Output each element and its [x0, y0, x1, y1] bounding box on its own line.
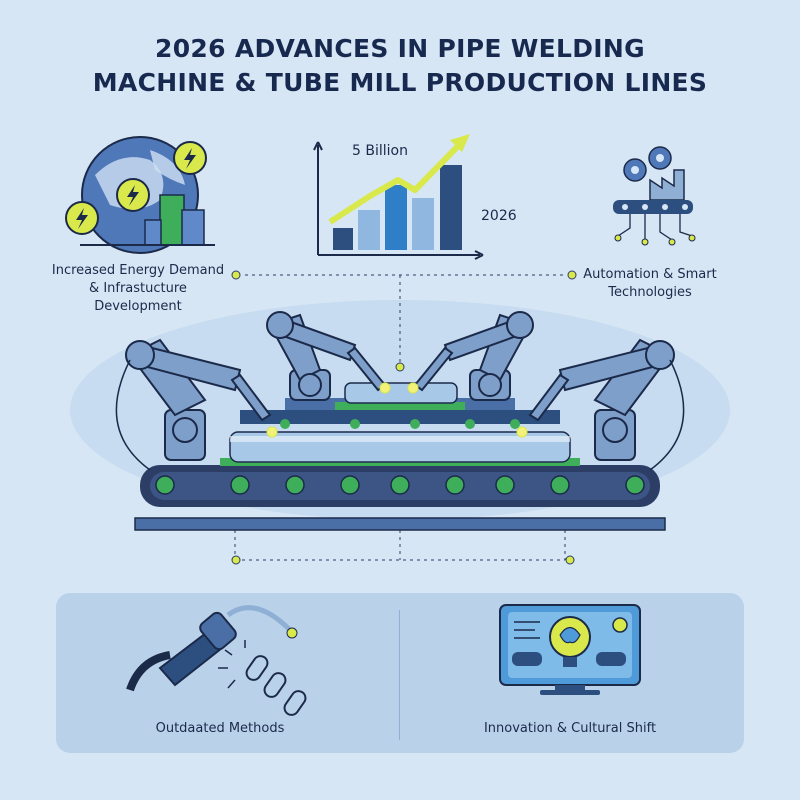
page-title-line1: 2026 ADVANCES IN PIPE WELDING [155, 34, 645, 63]
gears-factory-network-icon [613, 146, 696, 246]
panel-divider [399, 610, 400, 740]
chart-value-label: 5 Billion [352, 143, 408, 159]
production-line [115, 311, 685, 531]
bottom-left-label: Outdaated Methods [155, 721, 285, 736]
growth-chart-icon [313, 134, 484, 260]
right-feature-label-line1: Automation & Smart [583, 267, 717, 282]
machine-base [134, 517, 666, 531]
conveyor-rollers [155, 475, 645, 495]
left-feature-label-line1: Increased Energy Demand [51, 263, 225, 278]
connector-dots [231, 270, 577, 565]
page-title-line2: MACHINE & TUBE MILL PRODUCTION LINES [92, 68, 708, 97]
chart-year-label: 2026 [481, 208, 517, 224]
weld-sparks [266, 382, 528, 438]
left-feature-label-line3: Development [94, 299, 182, 314]
left-feature-label: Increased Energy Demand & Infrastucture … [38, 262, 238, 316]
bottom-right-label: Innovation & Cultural Shift [483, 721, 657, 736]
robot-arms [125, 311, 675, 461]
connector-lines [234, 274, 566, 561]
left-feature-label-line2: & Infrastucture [89, 281, 187, 296]
upper-pipe [344, 382, 458, 404]
right-feature-label-line2: Technologies [608, 285, 692, 300]
right-feature-label: Automation & Smart Technologies [565, 266, 735, 302]
globe-city-energy-icon [65, 136, 215, 254]
